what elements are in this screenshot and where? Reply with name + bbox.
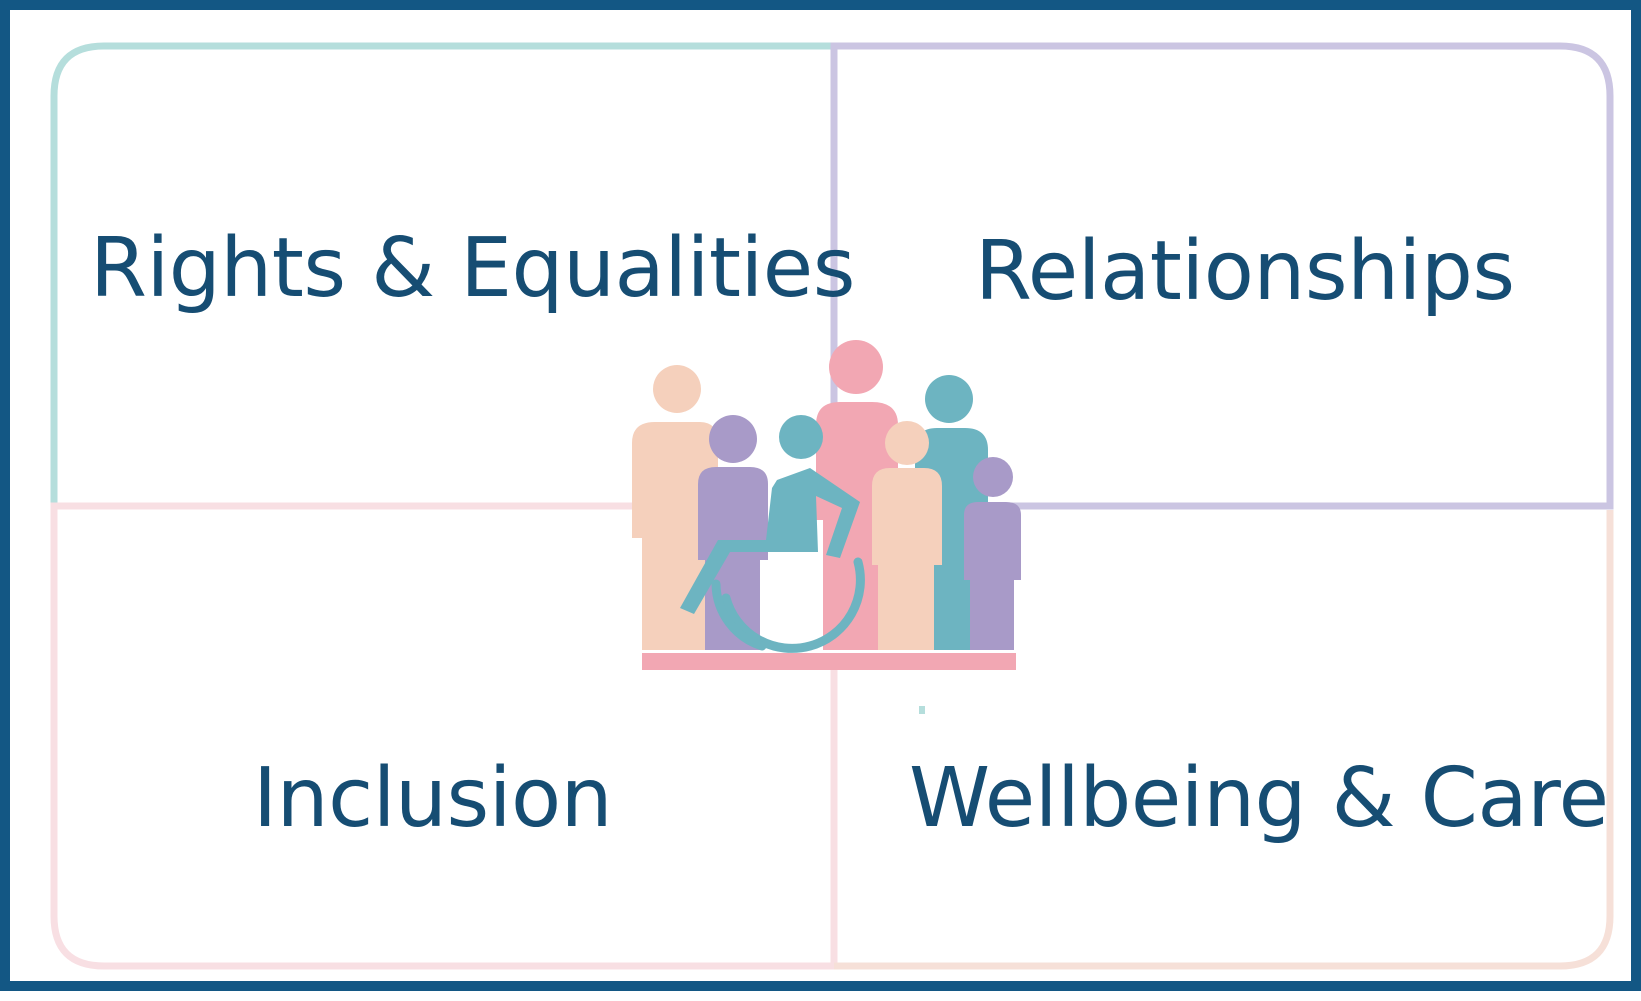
quadrant-label-relationships: Relationships bbox=[975, 224, 1515, 319]
quadrant-top-left-border bbox=[50, 42, 834, 506]
group-of-people-with-wheelchair-user-icon bbox=[632, 340, 1021, 670]
person-purple-right-icon bbox=[964, 457, 1021, 650]
quadrant-bottom-right-border bbox=[834, 510, 1614, 970]
small-dot bbox=[919, 706, 925, 714]
quadrant-label-inclusion: Inclusion bbox=[253, 751, 613, 846]
quadrant-borders bbox=[50, 42, 1614, 970]
quadrant-top-right-border bbox=[830, 42, 1614, 510]
ground-bar bbox=[642, 653, 1016, 670]
quadrant-bottom-left-border bbox=[50, 502, 838, 970]
person-pink-icon bbox=[816, 340, 898, 650]
wheelchair-user-icon bbox=[680, 415, 865, 653]
person-peach-right-icon bbox=[872, 421, 942, 650]
quadrant-label-wellbeing-care: Wellbeing & Care bbox=[909, 751, 1609, 846]
quadrant-label-rights-equalities: Rights & Equalities bbox=[90, 221, 855, 316]
